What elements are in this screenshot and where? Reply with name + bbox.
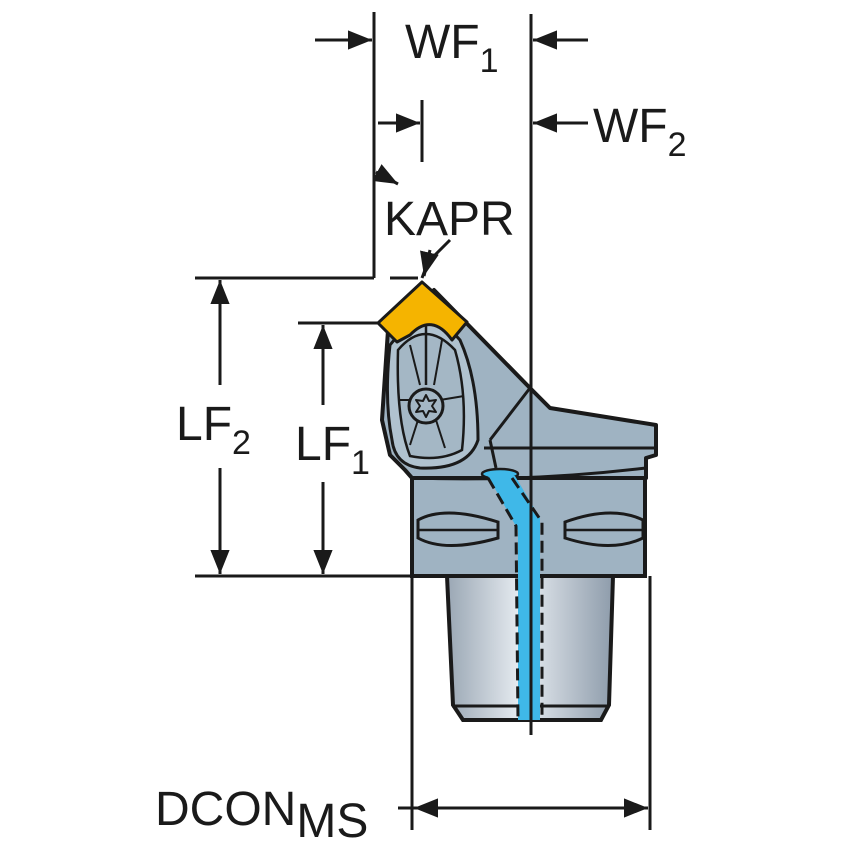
cutting-insert <box>376 280 469 344</box>
torx-screw-icon <box>407 387 445 425</box>
label-lf1: LF1 <box>295 418 370 482</box>
label-lf2: LF2 <box>176 398 251 462</box>
coolant-channel <box>480 467 544 721</box>
label-wf1: WF1 <box>405 16 499 80</box>
label-wf2: WF2 <box>593 100 687 164</box>
label-dcon-ms: DCONMS <box>155 783 368 848</box>
tool-body <box>376 280 658 722</box>
extension-lines <box>195 12 652 830</box>
label-kapr: KAPR <box>384 193 515 246</box>
dimension-labels: WF1 WF2 KAPR LF2 LF1 DCONMS <box>155 16 687 848</box>
dimension-arrows <box>210 30 648 818</box>
